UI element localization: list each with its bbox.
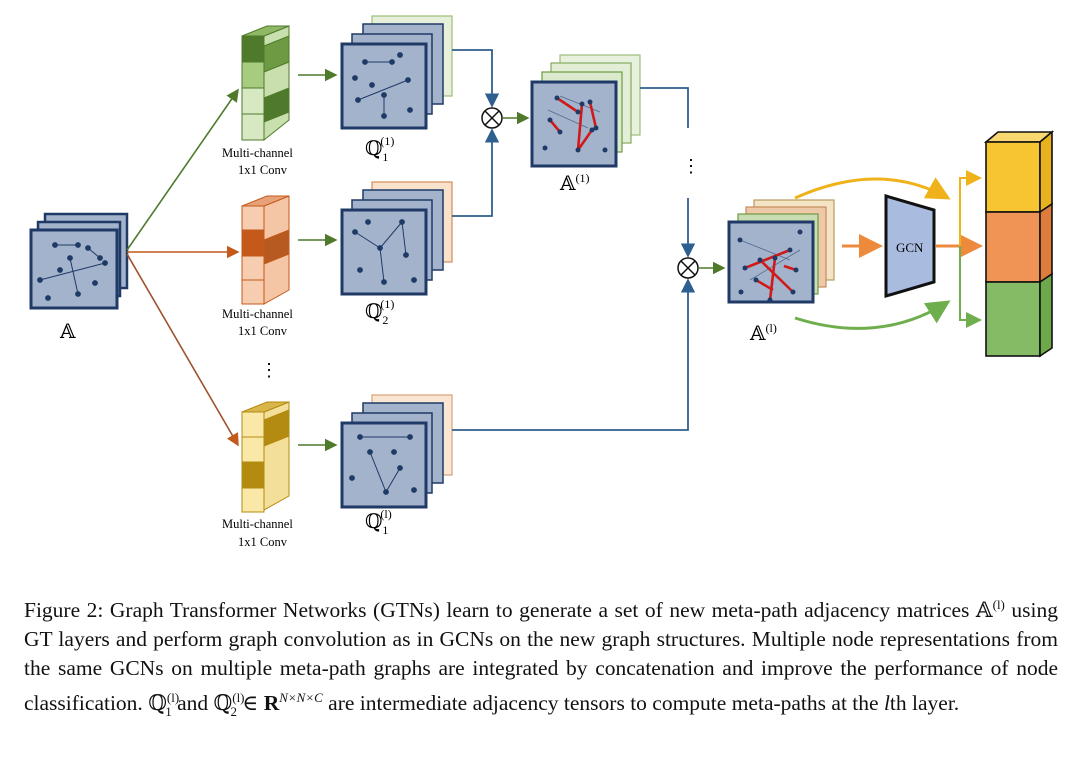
tensor-q2-1 — [340, 181, 453, 296]
conv2-label-line2: 1x1 Conv — [238, 324, 288, 338]
tensor-q1-l — [340, 394, 453, 509]
conv1-label-line2: 1x1 Conv — [238, 163, 288, 177]
q1-l-label: ℚ1(l) — [365, 507, 392, 537]
arrow-a-to-conv1 — [126, 88, 239, 251]
otimes-operator-1 — [481, 107, 503, 129]
arrow-a-to-conv3 — [126, 253, 239, 447]
tensor-a-l — [727, 199, 835, 304]
figure-caption: Figure 2: Graph Transformer Networks (GT… — [24, 590, 1058, 726]
line-q2-to-otimes1 — [452, 128, 500, 217]
gtn-architecture-diagram: 𝔸 Multi-channel 1x1 Conv Multi-channel 1… — [29, 15, 1055, 549]
conv-stack-green — [241, 25, 290, 142]
output-concat-stack — [983, 130, 1055, 358]
line-q1-to-otimes1 — [452, 49, 500, 108]
arc-arrow-bottom-green — [794, 300, 951, 330]
tensor-q1-1 — [340, 15, 453, 130]
gcn-label: GCN — [896, 240, 924, 255]
conv2-label-line1: Multi-channel — [222, 307, 293, 321]
conv-stack-orange — [241, 195, 290, 305]
vdots-left: ⋮ — [260, 360, 278, 381]
conv3-label-line1: Multi-channel — [222, 517, 293, 531]
gcn-block — [884, 194, 936, 298]
line-q1l-to-otimes2 — [452, 278, 696, 431]
q1-1-label: ℚ1(1) — [365, 134, 394, 164]
arrow-to-yellow-block — [959, 170, 982, 246]
arc-arrow-top-yellow — [794, 177, 951, 200]
arrow-to-green-block — [959, 246, 982, 328]
otimes-operator-2 — [677, 257, 699, 279]
caption-text: Figure 2: Graph Transformer Networks (GT… — [24, 597, 1058, 719]
input-tensor-a — [29, 212, 129, 310]
input-tensor-label: 𝔸 — [59, 321, 76, 343]
al-label: 𝔸(l) — [749, 321, 777, 345]
conv-stack-yellow — [241, 401, 290, 513]
vdots-right: ⋮ — [682, 156, 700, 177]
conv1-label-line1: Multi-channel — [222, 146, 293, 160]
tensor-a-1 — [530, 54, 641, 168]
line-a1-to-right — [640, 87, 689, 128]
a1-label: 𝔸(1) — [559, 171, 590, 195]
q2-1-label: ℚ2(1) — [365, 297, 394, 327]
conv3-label-line2: 1x1 Conv — [238, 535, 288, 549]
